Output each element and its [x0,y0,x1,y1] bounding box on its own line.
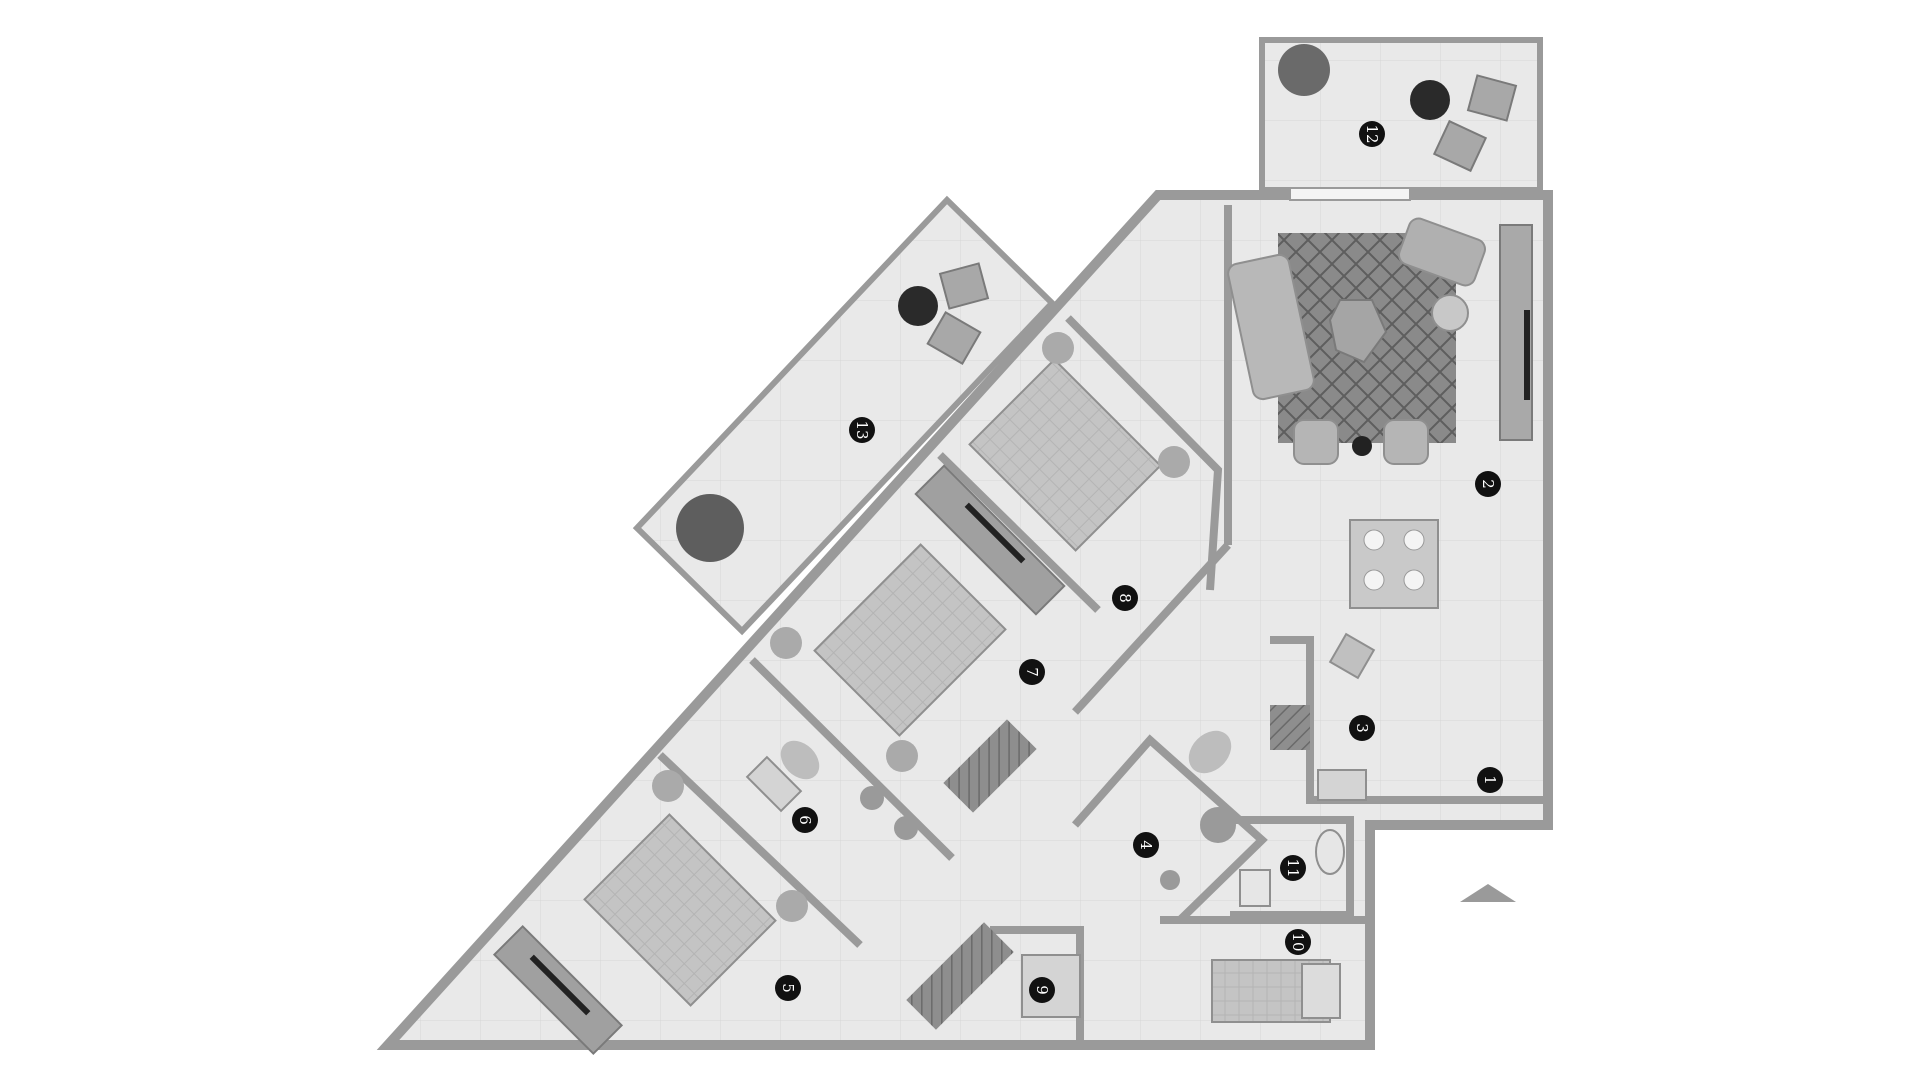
balcony-12-furniture [1278,44,1518,173]
room-label-badge [1285,929,1311,955]
room-label-badge [1029,977,1055,1003]
triangle-up-icon [1460,884,1516,902]
bath-room-4 [1160,730,1236,890]
room-label-badge [775,975,801,1001]
room-label-badge [1280,855,1306,881]
room-label-badge [1112,585,1138,611]
room-label-5: 5 [775,975,801,1001]
wardrobe-room-5b [906,922,1014,1030]
room-number: 5 [779,983,797,993]
room-number: 2 [1479,479,1497,489]
bath-room-6 [745,740,918,840]
room-number: 7 [1023,667,1041,677]
room-number: 10 [1289,932,1307,951]
sofa [1227,253,1315,401]
room-label-badge [1349,715,1375,741]
room-label-13: 13 [849,417,875,443]
room-number: 12 [1363,124,1381,143]
balcony-12-window [1289,187,1411,201]
tv-console [1499,224,1533,441]
room-number: 13 [853,420,871,439]
lounge-chairs [1293,419,1429,465]
room-label-1: 1 [1477,767,1503,793]
bed-room-7 [770,543,1007,772]
room-label-badge [849,417,875,443]
room-label-10: 10 [1285,929,1311,955]
kitchen-counter [1270,632,1376,801]
room-number: 6 [796,815,814,825]
pouf [1431,294,1469,332]
room-number: 11 [1284,858,1302,877]
room-number: 9 [1033,985,1051,995]
balcony-13-furniture [676,262,990,562]
room-number: 1 [1481,775,1499,785]
room-label-11: 11 [1280,855,1306,881]
room-number: 4 [1137,840,1155,850]
interior-walls [657,205,1550,1045]
room-label-9: 9 [1029,977,1055,1003]
room-label-6: 6 [792,807,818,833]
room-label-badge [792,807,818,833]
room-number: 3 [1353,723,1371,733]
wardrobe-room-7 [943,719,1037,813]
bed-room-10 [1211,959,1341,1023]
bed-room-8 [968,332,1190,552]
room-label-7: 7 [1019,659,1045,685]
coffee-table [1328,299,1388,364]
room-label-2: 2 [1475,471,1501,497]
room-label-badge [1477,767,1503,793]
bath-room-11 [1239,829,1345,907]
dining-table [1349,519,1439,609]
wardrobe-room-8 [914,464,1066,616]
armchair-top [1398,217,1486,287]
room-label-12: 12 [1359,121,1385,147]
room-label-3: 3 [1349,715,1375,741]
room-label-badge [1475,471,1501,497]
room-number: 8 [1116,593,1134,603]
room-label-4: 4 [1133,832,1159,858]
room-label-badge [1019,659,1045,685]
bed-room-5 [583,770,808,1007]
wardrobe-room-5 [492,924,624,1056]
room-label-badge [1359,121,1385,147]
room-label-badge [1133,832,1159,858]
room-label-8: 8 [1112,585,1138,611]
